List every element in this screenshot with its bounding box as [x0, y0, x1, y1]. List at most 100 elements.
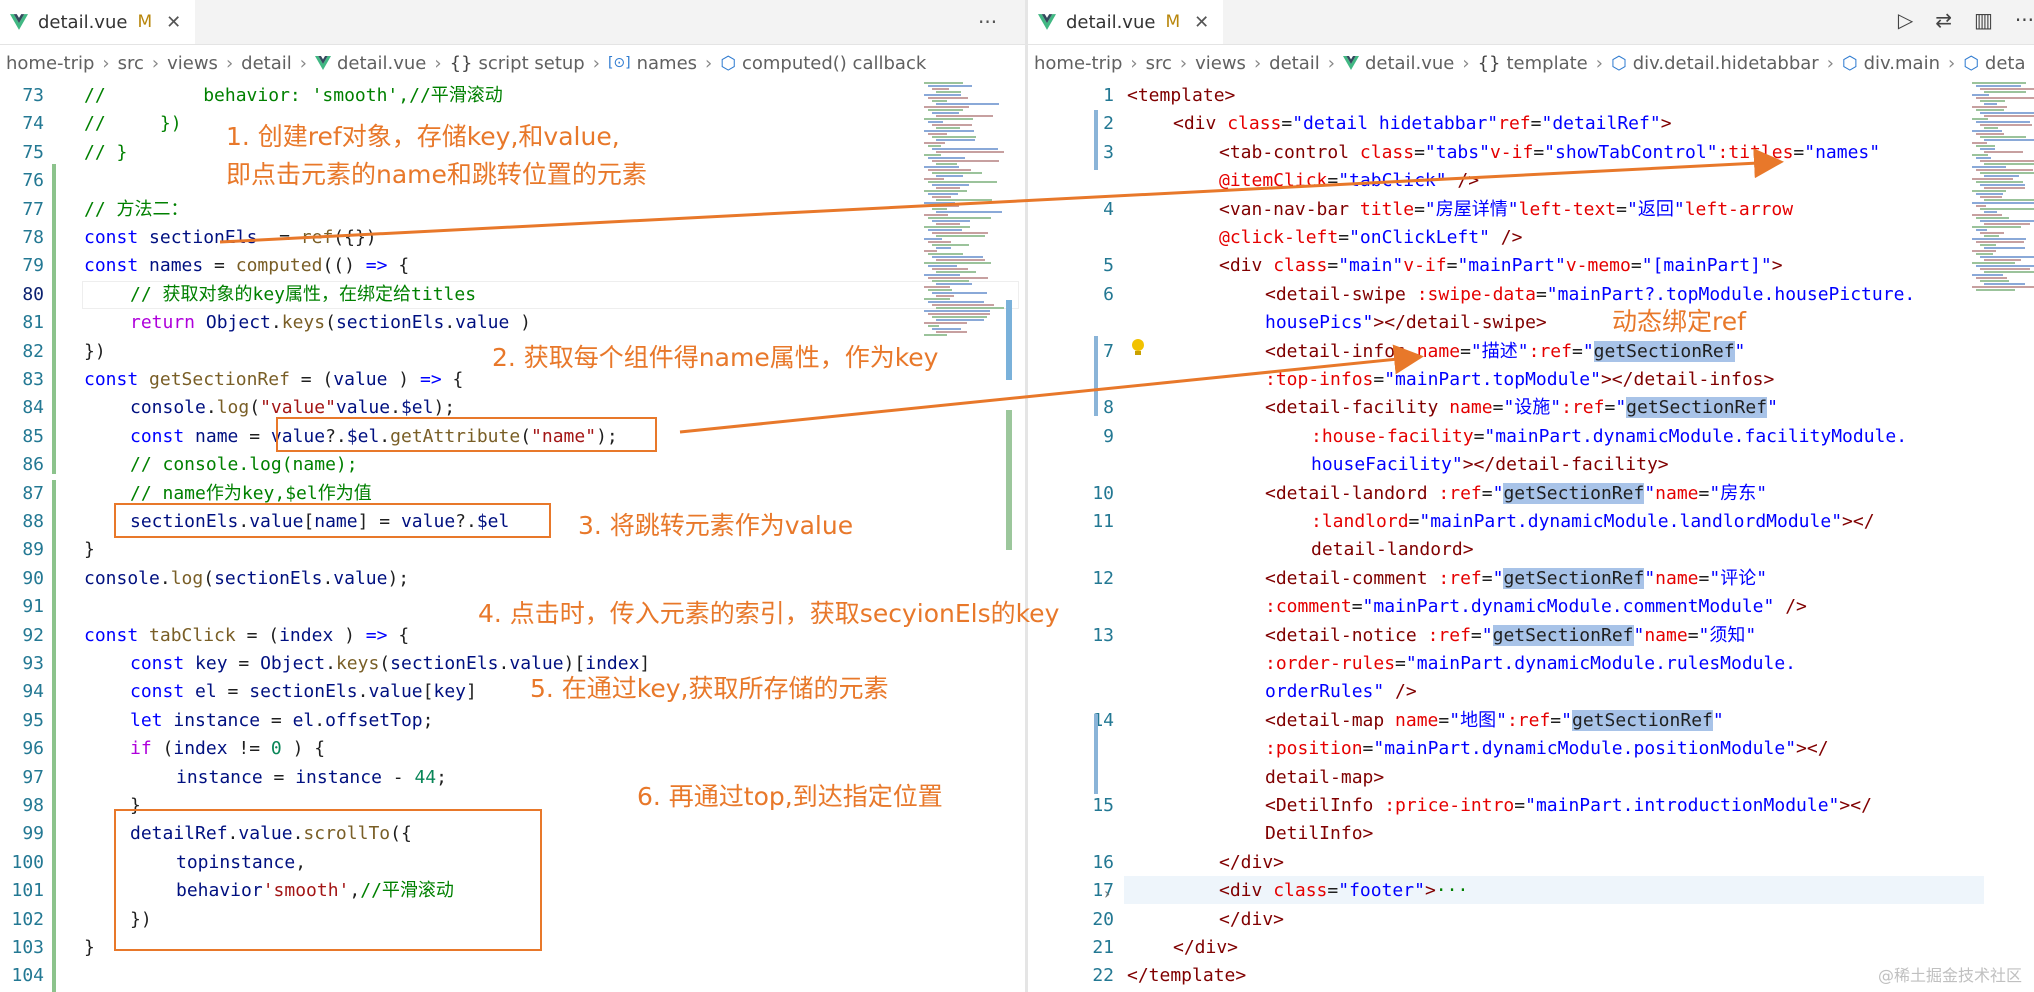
breadcrumb-item[interactable]: detail [1269, 53, 1320, 74]
code-line[interactable]: 98} [0, 792, 1025, 820]
more-actions-icon[interactable]: ··· [2014, 8, 2034, 32]
code-line[interactable]: 82}) [0, 338, 1025, 366]
lightbulb-icon[interactable] [1130, 338, 1146, 358]
breadcrumb-item[interactable]: views [1195, 53, 1246, 74]
code-line[interactable]: DetilInfo> [1028, 820, 2034, 848]
code-line[interactable]: 1<template> [1028, 82, 2034, 110]
code-line[interactable]: 103} [0, 934, 1025, 962]
code-line[interactable]: :comment="mainPart.dynamicModule.comment… [1028, 593, 2034, 621]
breadcrumb-item[interactable]: src [118, 53, 144, 74]
split-editor-icon[interactable]: ▥ [1974, 8, 1993, 32]
code-line[interactable]: :position="mainPart.dynamicModule.positi… [1028, 735, 2034, 763]
close-icon[interactable]: ✕ [166, 11, 182, 33]
code-line[interactable]: detail-landord> [1028, 536, 2034, 564]
breadcrumb-item[interactable]: ⬡computed() callback [720, 53, 926, 74]
code-line[interactable]: 102}) [0, 906, 1025, 934]
code-line[interactable]: 80// 获取对象的key属性，在绑定给titles [0, 281, 1025, 309]
code-line[interactable]: 76 [0, 167, 1025, 195]
code-line[interactable]: 89} [0, 536, 1025, 564]
compare-changes-icon[interactable]: ⇄ [1935, 8, 1953, 32]
cube-icon: ⬡ [1841, 52, 1858, 74]
breadcrumb-item[interactable]: [⊙]names [608, 53, 697, 74]
code-line[interactable]: 5<div class="main"v-if="mainPart"v-memo=… [1028, 252, 2034, 280]
code-line[interactable]: 12<detail-comment :ref="getSectionRef"na… [1028, 565, 2034, 593]
breadcrumb-item[interactable]: detail.vue [1342, 53, 1454, 74]
breadcrumb-item[interactable]: {}script setup [450, 53, 585, 74]
right-minimap[interactable] [1972, 82, 2034, 352]
breadcrumb-item[interactable]: ⬡div.detail.hidetabbar [1611, 53, 1819, 74]
right-code-area[interactable]: 1<template>2<div class="detail hidetabba… [1028, 80, 2034, 992]
breadcrumb-item[interactable]: views [167, 53, 218, 74]
code-line[interactable]: 7<detail-infos name="描述":ref="getSection… [1028, 338, 2034, 366]
code-line[interactable]: 10<detail-landord :ref="getSectionRef"na… [1028, 480, 2034, 508]
breadcrumb-item[interactable]: home-trip [1034, 53, 1122, 74]
code-line[interactable]: 13<detail-notice :ref="getSectionRef"nam… [1028, 622, 2034, 650]
breadcrumb-item[interactable]: ⬡deta [1963, 53, 2025, 74]
code-line[interactable]: 74// }) [0, 110, 1025, 138]
code-line[interactable]: 8<detail-facility name="设施":ref="getSect… [1028, 394, 2034, 422]
code-line[interactable]: 73// behavior: 'smooth',//平滑滚动 [0, 82, 1025, 110]
code-line[interactable]: 87// name作为key,$el作为值 [0, 480, 1025, 508]
code-line[interactable]: 11:landlord="mainPart.dynamicModule.land… [1028, 508, 2034, 536]
breadcrumb-item[interactable]: src [1146, 53, 1172, 74]
code-line[interactable]: 2<div class="detail hidetabbar"ref="deta… [1028, 110, 2034, 138]
code-line[interactable]: 17<div class="footer">··· [1028, 877, 2034, 905]
code-line[interactable]: :top-infos="mainPart.topModule"></detail… [1028, 366, 2034, 394]
code-line[interactable]: 77// 方法二： [0, 196, 1025, 224]
code-line[interactable]: 14<detail-map name="地图":ref="getSectionR… [1028, 707, 2034, 735]
left-minimap[interactable] [924, 82, 1008, 352]
code-line[interactable]: detail-map> [1028, 764, 2034, 792]
code-line[interactable]: 16</div> [1028, 849, 2034, 877]
more-actions-icon[interactable]: ··· [978, 10, 998, 34]
code-line[interactable]: houseFacility"></detail-facility> [1028, 451, 2034, 479]
code-line[interactable]: 15<DetilInfo :price-intro="mainPart.intr… [1028, 792, 2034, 820]
code-line[interactable]: 4<van-nav-bar title="房屋详情"left-text="返回"… [1028, 196, 2034, 224]
code-line[interactable]: 9:house-facility="mainPart.dynamicModule… [1028, 423, 2034, 451]
code-line[interactable]: 6<detail-swipe :swipe-data="mainPart?.to… [1028, 281, 2034, 309]
breadcrumb-item[interactable]: detail.vue [314, 53, 426, 74]
breadcrumb-item[interactable]: home-trip [6, 53, 94, 74]
right-file-tab[interactable]: detail.vue M ✕ [1028, 0, 1224, 44]
close-icon[interactable]: ✕ [1194, 11, 1210, 33]
code-line[interactable]: housePics"></detail-swipe> [1028, 309, 2034, 337]
code-line[interactable]: 75// } [0, 139, 1025, 167]
breadcrumb-item[interactable]: {}template [1478, 53, 1588, 74]
code-line[interactable]: 91 [0, 593, 1025, 621]
left-file-tab[interactable]: detail.vue M ✕ [0, 0, 196, 44]
editor-split-divider[interactable] [1025, 0, 1028, 992]
code-line[interactable]: @click-left="onClickLeft" /> [1028, 224, 2034, 252]
code-line[interactable]: @itemClick="tabClick" /> [1028, 167, 2034, 195]
code-line[interactable]: 86// console.log(name); [0, 451, 1025, 479]
breadcrumb-item[interactable]: detail [241, 53, 292, 74]
code-line[interactable]: :order-rules="mainPart.dynamicModule.rul… [1028, 650, 2034, 678]
breadcrumb-item[interactable]: ⬡div.main [1842, 53, 1940, 74]
code-line[interactable]: 22</template> [1028, 962, 2034, 990]
code-line[interactable]: 20</div> [1028, 906, 2034, 934]
code-line[interactable]: orderRules" /> [1028, 678, 2034, 706]
fold-chevron-icon[interactable]: › [1104, 884, 1111, 903]
minimap-line [932, 280, 970, 282]
minimap-line [1980, 88, 2034, 90]
run-icon[interactable]: ▷ [1897, 8, 1914, 32]
code-line[interactable]: 104 [0, 962, 1025, 990]
code-line[interactable]: 3<tab-control class="tabs"v-if="showTabC… [1028, 139, 2034, 167]
code-line[interactable]: 21</div> [1028, 934, 2034, 962]
